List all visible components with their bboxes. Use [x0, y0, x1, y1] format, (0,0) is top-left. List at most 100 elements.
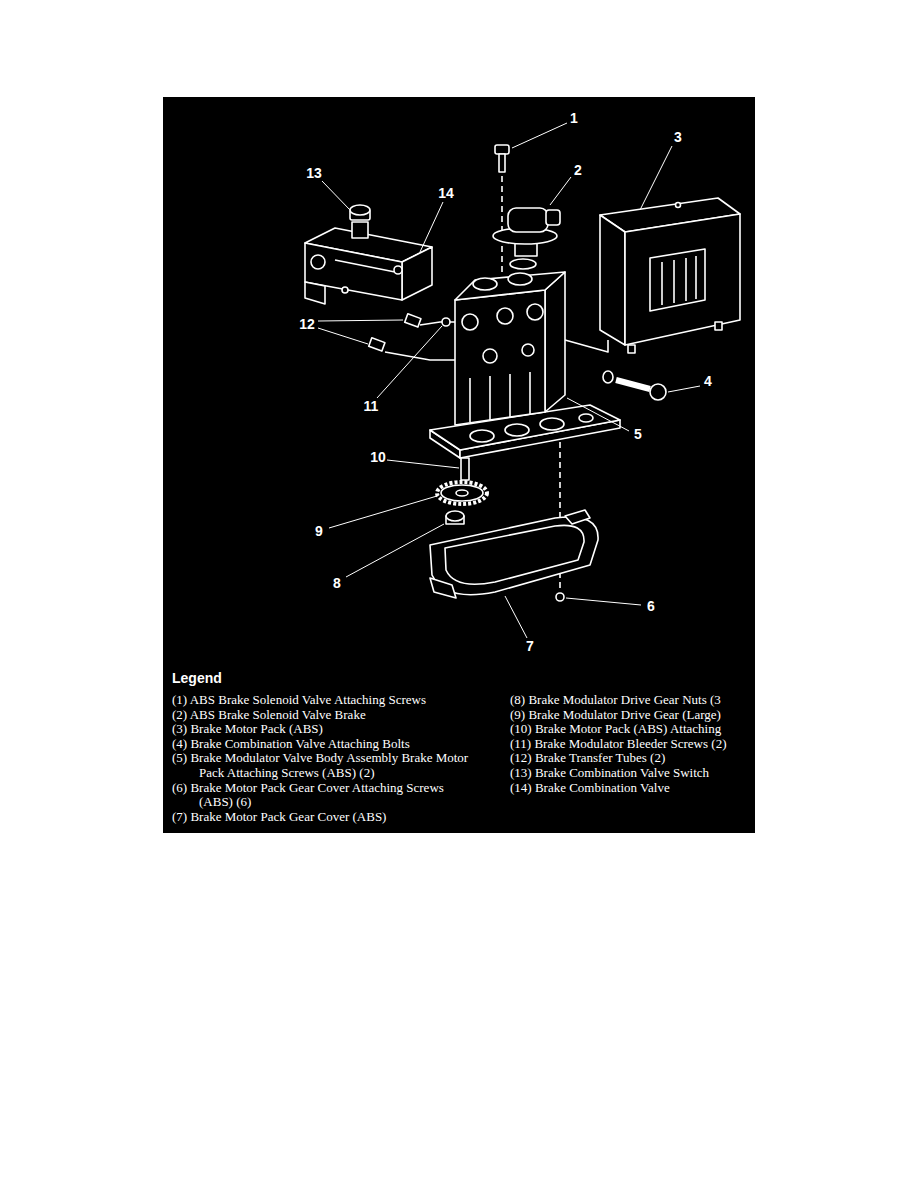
solenoid-valve — [508, 208, 548, 232]
transfer-tube — [405, 314, 421, 327]
body-port — [497, 308, 513, 324]
valve-groove — [335, 260, 395, 272]
body-port — [527, 304, 543, 320]
legend-item: (5) Brake Modulator Valve Body Assembly … — [172, 751, 478, 780]
motor-foot — [628, 345, 635, 353]
screw — [499, 154, 505, 172]
callout-number: 3 — [674, 129, 682, 145]
legend-item: (12) Brake Transfer Tubes (2) — [510, 751, 665, 766]
motor-pack — [600, 215, 625, 345]
body-port — [462, 314, 478, 330]
washer — [603, 371, 613, 383]
cover-tab — [430, 578, 456, 598]
plate-hole — [579, 414, 593, 422]
valve-bracket — [305, 282, 325, 304]
valve-port — [394, 266, 402, 274]
screw — [495, 145, 509, 154]
connector-slot — [673, 260, 675, 303]
drive-gear — [441, 485, 483, 501]
connector-slot — [685, 258, 687, 301]
legend-item: (11) Brake Modulator Bleeder Screws (2) — [510, 737, 726, 752]
assembly-line — [501, 176, 503, 272]
bolt-hole — [676, 203, 681, 208]
transfer-tube — [369, 338, 385, 351]
callout-number: 6 — [647, 598, 655, 614]
body-groove — [509, 374, 511, 417]
connector-slot — [661, 262, 663, 305]
callout-number: 9 — [315, 523, 323, 539]
parts — [305, 145, 740, 601]
gear-nut — [446, 511, 464, 521]
gear-hub — [456, 490, 468, 496]
legend-item: (13) Brake Combination Valve Switch — [510, 766, 709, 781]
valve-port — [311, 255, 325, 269]
legend-item: (8) Brake Modulator Drive Gear Nuts (3 — [510, 693, 721, 708]
valve-hole — [342, 287, 348, 293]
leader-line — [505, 596, 527, 638]
legend-item: (7) Brake Motor Pack Gear Cover (ABS) — [172, 810, 478, 825]
legend-item: (2) ABS Brake Solenoid Valve Brake — [172, 708, 478, 723]
leader-line — [318, 320, 403, 321]
o-ring — [510, 259, 536, 269]
body-boss — [508, 273, 532, 285]
leader-line — [377, 326, 442, 398]
callout-number: 5 — [634, 426, 642, 442]
plate-hole — [470, 430, 494, 442]
valve-switch — [352, 222, 368, 238]
body-port — [522, 344, 534, 356]
callout-number: 2 — [574, 162, 582, 178]
plate-hole — [540, 418, 564, 430]
connector-slot — [695, 256, 697, 299]
body-groove — [469, 378, 471, 422]
callout-number: 7 — [526, 638, 534, 654]
legend-item: (14) Brake Combination Valve — [510, 781, 670, 796]
leader-line — [318, 328, 368, 344]
modulator-body — [455, 272, 565, 300]
drive-shaft — [461, 458, 469, 480]
combination-valve — [402, 247, 432, 300]
cover-tab — [565, 510, 590, 524]
pipe-line — [565, 340, 608, 352]
callout-number: 1 — [570, 110, 578, 126]
legend-item: (10) Brake Motor Pack (ABS) Attaching — [510, 722, 721, 737]
bolt-head — [650, 384, 666, 400]
leader-lines — [318, 123, 700, 638]
legend-item: (1) ABS Brake Solenoid Valve Attaching S… — [172, 693, 478, 708]
callout-number: 11 — [364, 398, 379, 414]
motor-connector — [650, 249, 705, 311]
leader-line — [329, 496, 437, 528]
plate-hole — [505, 424, 529, 436]
leader-line — [387, 460, 459, 468]
motor-foot — [715, 322, 722, 330]
legend-item: (9) Brake Modulator Drive Gear (Large) — [510, 708, 721, 723]
callout-number: 14 — [438, 185, 454, 201]
leader-line — [640, 146, 672, 210]
valve-switch — [350, 205, 370, 215]
leader-line — [567, 398, 629, 431]
bleeder-screw — [442, 318, 450, 326]
callout-number: 12 — [299, 316, 315, 332]
body-groove — [529, 372, 531, 414]
body-port — [483, 349, 497, 363]
callout-number: 10 — [370, 449, 386, 465]
callout-number: 8 — [333, 575, 341, 591]
dark-panel — [163, 97, 755, 833]
leader-line — [420, 202, 443, 252]
leader-line — [512, 123, 567, 148]
pipe-line — [385, 352, 455, 360]
body-boss — [473, 278, 497, 290]
body-groove — [489, 376, 491, 420]
legend-item: (3) Brake Motor Pack (ABS) — [172, 722, 478, 737]
gear-cover — [430, 517, 598, 595]
leader-line — [322, 181, 350, 210]
leader-line — [346, 524, 444, 577]
modulator-body — [455, 290, 545, 425]
solenoid-plug — [546, 210, 560, 225]
leader-line — [668, 386, 700, 392]
gear-teeth — [437, 482, 487, 504]
modulator-body — [545, 272, 565, 412]
callout-number: 4 — [704, 373, 712, 389]
